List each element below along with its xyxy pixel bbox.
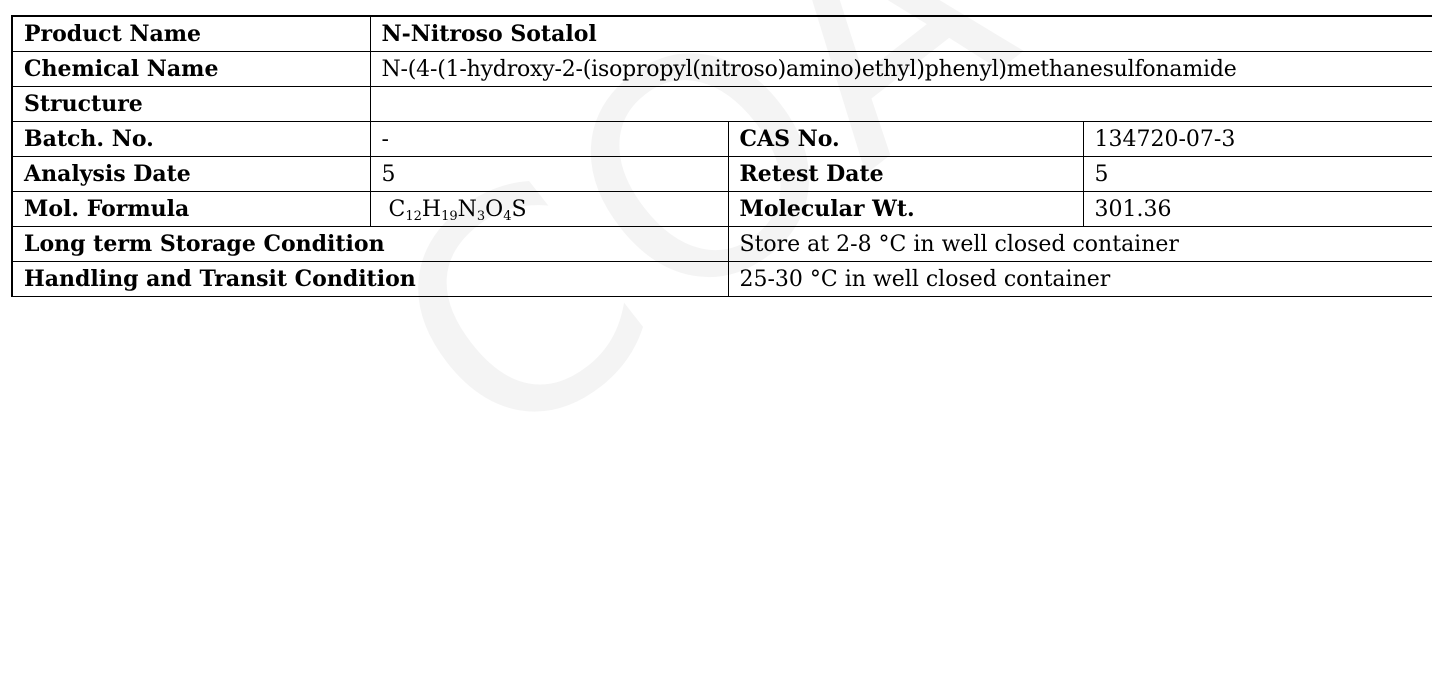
molecular-wt-label: Molecular Wt. [727,191,1084,227]
molecular-wt-value: 301.36 [1082,191,1432,227]
handling-condition-value: 25-30 °C in well closed container [727,261,1432,297]
row-handling: Handling and Transit Condition 25-30 °C … [11,261,1432,297]
product-name-label: Product Name [11,15,371,52]
formula-n: N [457,196,477,222]
structure-cell: OH N N O S O O N H [369,86,1432,122]
chemical-name-value: N-(4-(1-hydroxy-2-(isopropyl(nitroso)ami… [369,51,1432,87]
formula-s: S [511,196,527,222]
coa-table: Product Name N-Nitroso Sotalol Chemical … [11,15,1432,297]
mol-formula-value: C12H19N3O4S [369,191,729,227]
storage-condition-value: Store at 2-8 °C in well closed container [727,226,1432,262]
analysis-date-value: 5 [369,156,729,192]
row-chemical-name: Chemical Name N-(4-(1-hydroxy-2-(isoprop… [11,51,1432,87]
storage-condition-label: Long term Storage Condition [11,226,729,262]
batch-no-label: Batch. No. [11,121,371,157]
formula-h-count: 19 [441,208,458,224]
formula-o: O [485,196,504,222]
row-batch: Batch. No. - CAS No. 134720-07-3 [11,121,1432,157]
cas-no-value: 134720-07-3 [1082,121,1432,157]
retest-date-value: 5 [1082,156,1432,192]
cas-no-label: CAS No. [727,121,1084,157]
formula-n-count: 3 [476,208,486,224]
analysis-date-label: Analysis Date [11,156,371,192]
molecule-structure-drawing: OH N N O S O O N H [371,87,1431,122]
retest-date-label: Retest Date [727,156,1084,192]
row-storage: Long term Storage Condition Store at 2-8… [11,226,1432,262]
formula-o-count: 4 [503,208,512,224]
batch-no-value: - [369,121,729,157]
handling-condition-label: Handling and Transit Condition [11,261,729,297]
product-name-value: N-Nitroso Sotalol [369,15,1432,52]
row-dates: Analysis Date 5 Retest Date 5 [11,156,1432,192]
formula-h: H [421,196,442,222]
formula-c: C [388,196,406,222]
structure-label: Structure [11,86,371,122]
row-product-name: Product Name N-Nitroso Sotalol [11,15,1432,52]
mol-formula-label: Mol. Formula [11,191,371,227]
row-formula: Mol. Formula C12H19N3O4S Molecular Wt. 3… [11,191,1432,227]
row-structure: Structure [11,86,1432,122]
chemical-name-label: Chemical Name [11,51,371,87]
formula-c-count: 12 [405,208,422,224]
